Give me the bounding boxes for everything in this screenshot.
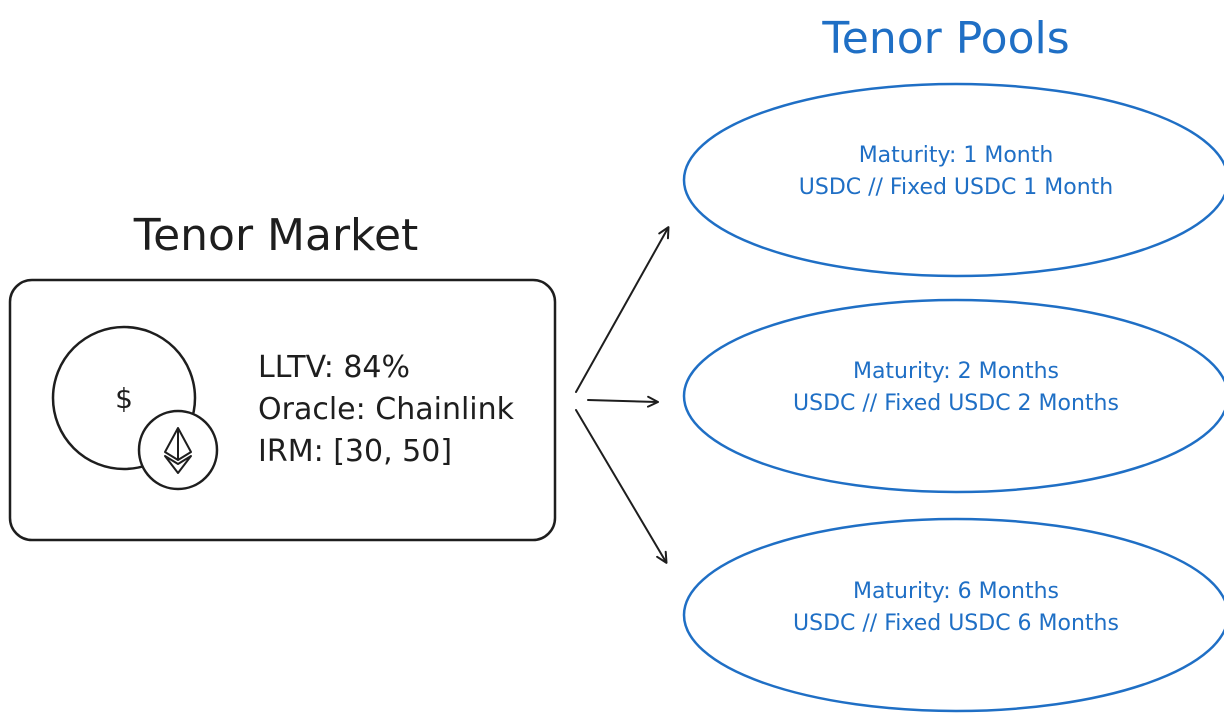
pool-maturity-label: Maturity: 6 Months <box>853 579 1059 604</box>
ethereum-icon <box>164 427 192 474</box>
pools-title: Tenor Pools <box>821 13 1069 64</box>
market-box <box>8 278 557 542</box>
pool-maturity-label: Maturity: 1 Month <box>859 143 1054 168</box>
irm-label: IRM: [30, 50] <box>258 434 452 469</box>
pool-pair-label: USDC // Fixed USDC 6 Months <box>793 611 1119 636</box>
dollar-sign-icon: $ <box>115 382 133 415</box>
arrow-to-pool-3 <box>575 409 668 564</box>
tenor-market-group: Tenor Market $ LLTV: 84% Oracle: Chainli… <box>8 210 557 542</box>
collateral-token-coin <box>137 409 219 491</box>
arrow-to-pool-2 <box>587 395 659 408</box>
pool-maturity-label: Maturity: 2 Months <box>853 359 1059 384</box>
lltv-label: LLTV: 84% <box>258 350 410 385</box>
pool-pair-label: USDC // Fixed USDC 1 Month <box>799 175 1114 200</box>
oracle-label: Oracle: Chainlink <box>258 392 515 427</box>
arrows <box>575 226 670 564</box>
tenor-pools-group: Tenor Pools Maturity: 1 Month USDC // Fi… <box>682 13 1224 713</box>
arrow-to-pool-1 <box>575 226 670 393</box>
pool-item: Maturity: 1 Month USDC // Fixed USDC 1 M… <box>682 82 1224 278</box>
pool-pair-label: USDC // Fixed USDC 2 Months <box>793 391 1119 416</box>
pool-item: Maturity: 2 Months USDC // Fixed USDC 2 … <box>682 298 1224 494</box>
market-title: Tenor Market <box>133 210 419 261</box>
pool-item: Maturity: 6 Months USDC // Fixed USDC 6 … <box>682 517 1224 713</box>
